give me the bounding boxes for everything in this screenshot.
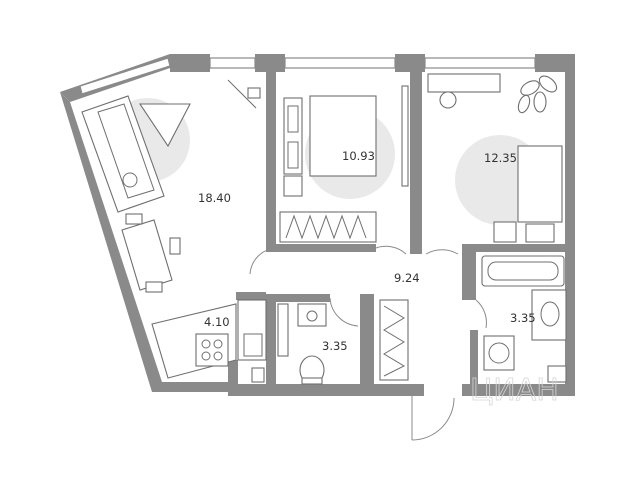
washbasin [297,303,327,327]
area-label-bedroom2: 12.35 [484,151,517,165]
chair-3 [145,281,163,293]
door-swing-bedroom1 [375,245,407,255]
burner-icon [213,351,223,361]
floor-lamp-icon [227,79,257,109]
bathtub-inner [487,261,559,281]
shelf [277,303,289,357]
coffee-table [138,103,191,148]
wardrobe-pattern [383,305,406,377]
wall-bath2-west-top [462,252,476,300]
lamp-icon [122,172,138,188]
wall-bath1-north [266,294,330,302]
closet-hangers [285,214,367,240]
area-label-bath1: 3.35 [322,339,348,353]
leaf [533,91,547,113]
wall-bedrooms-divider [410,68,422,254]
door-swing-bath2 [475,299,487,329]
bed-2 [517,145,563,223]
doors [249,245,487,441]
door-swing-bath1 [329,297,359,327]
hall-furniture [379,299,409,381]
sofa-cushion [97,103,155,199]
kitchen-furniture [151,299,267,383]
chair-2 [169,237,181,255]
closet-1 [279,211,377,243]
floor-lamp-head [247,87,261,99]
interior-walls [228,68,575,390]
burner-icon [201,339,211,349]
bath2-fixtures [481,255,567,383]
nightstand-2 [525,223,555,243]
area-label-bedroom1: 10.93 [342,149,375,163]
ottoman [493,221,517,243]
area-label-hall: 9.24 [394,271,420,285]
wall-bath1-east [360,294,374,384]
windows [79,57,536,95]
dining-table [121,219,173,291]
wall-south-1 [228,384,424,396]
area-label-living: 18.40 [198,191,231,205]
wall-south-2 [462,384,575,396]
wall-sw [152,382,238,392]
living-furniture [81,79,261,293]
burner-icon [201,351,211,361]
area-label-kitchen: 4.10 [204,315,230,329]
wall-top-2 [255,54,285,72]
sink-icon [243,333,263,357]
mirror-panel [401,85,409,187]
bedroom2-furniture [427,73,563,243]
wardrobe-1 [283,97,303,175]
desk-chair [439,91,457,109]
wall-bath1-west [266,294,276,384]
wall-top-3 [395,54,425,72]
wall-east [565,54,575,384]
wall-bedroom2-south [462,244,575,252]
wall-kitchen-stub [228,360,238,390]
stove [195,333,229,367]
leaf [520,80,540,96]
fridge [237,299,267,361]
chair-1 [125,213,143,225]
nightstand [283,175,303,197]
burner-icon [213,339,223,349]
watermark: ЦИАН [470,373,559,408]
wall-west-diagonal [60,92,162,392]
basin-bowl [540,301,560,327]
leaf [538,75,558,93]
drawer [287,141,299,169]
wall-top-1 [170,54,210,72]
bathtub [481,255,565,287]
plant-icon [517,75,558,114]
window-living [79,57,171,95]
wall-bath2-west-bottom [470,330,478,384]
leaf [517,94,531,114]
window-bedroom2 [424,57,536,69]
wall-kitchen-north [236,292,266,300]
wall-living-bedroom1 [266,68,276,248]
area-labels: 18.40 10.93 12.35 9.24 4.10 3.35 3.35 [198,149,536,353]
bath1-fixtures [277,303,327,385]
door-swing-entrance [411,397,455,441]
washbasin-2 [531,289,567,341]
boiler [547,365,567,383]
washer-drum-icon [488,342,510,364]
washer [251,367,265,383]
drain-icon [306,310,318,322]
drawer [287,105,299,133]
window-bedroom1 [284,57,396,69]
bedroom1-furniture [279,85,409,243]
bed-1 [309,95,377,177]
toilet-tank [301,377,323,385]
door-swing-bedroom2 [425,249,459,255]
window-living-2 [209,57,256,69]
area-label-bath2: 3.35 [510,311,536,325]
door-swing-living [249,247,277,275]
wall-bedroom1-south [266,244,376,252]
desk [427,73,501,93]
